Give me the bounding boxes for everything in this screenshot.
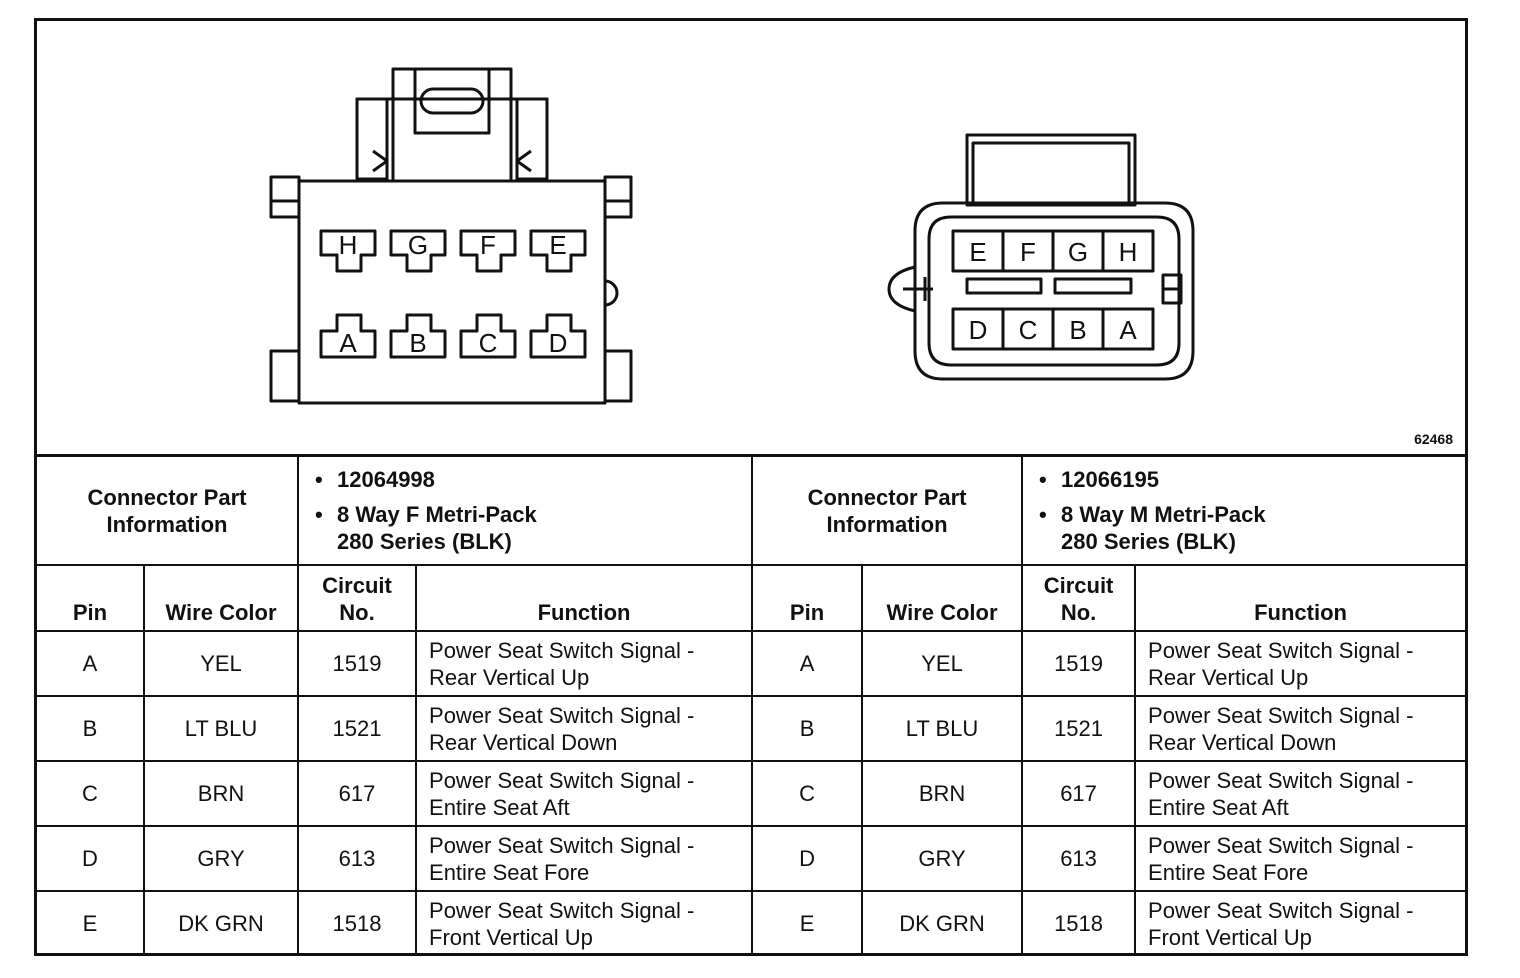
female-bottom-cavities xyxy=(319,313,587,359)
pin-cell: D xyxy=(37,825,145,892)
header-wire-color: Wire Color xyxy=(861,564,1024,632)
function-cell: Power Seat Switch Signal -Entire Seat Fo… xyxy=(1134,825,1466,892)
circuit-cell: 1519 xyxy=(297,630,418,697)
wire-color-cell: YEL xyxy=(142,630,300,697)
circuit-cell: 613 xyxy=(1021,825,1137,892)
female-top-cavities xyxy=(319,229,587,273)
circuit-cell: 1521 xyxy=(297,695,418,762)
pin-cell: C xyxy=(751,760,864,827)
wire-color-cell: BRN xyxy=(142,760,300,827)
function-cell: Power Seat Switch Signal -Front Vertical… xyxy=(415,890,754,956)
female-pin-label: C xyxy=(479,328,498,358)
figure-id: 62468 xyxy=(1414,431,1453,447)
circuit-cell: 1519 xyxy=(1021,630,1137,697)
male-connector-body xyxy=(887,133,1195,381)
table-row: B LT BLU 1521 Power Seat Switch Signal -… xyxy=(37,695,1466,762)
wire-color-cell: GRY xyxy=(142,825,300,892)
pin-cell: E xyxy=(751,890,864,956)
header-pin: Pin xyxy=(37,564,145,632)
pin-cell: C xyxy=(37,760,145,827)
part-number: 12064998 xyxy=(337,467,435,492)
female-pin-label: F xyxy=(480,230,496,260)
function-cell: Power Seat Switch Signal -Rear Vertical … xyxy=(1134,630,1466,697)
pin-cell: E xyxy=(37,890,145,956)
function-cell: Power Seat Switch Signal -Entire Seat Af… xyxy=(1134,760,1466,827)
connector-info-label: Connector Part Information xyxy=(751,457,1024,566)
female-pin-label: E xyxy=(549,230,566,260)
connector-diagram-area: H G F E A B C D E F G H D C B A 62468 xyxy=(37,21,1465,454)
function-cell: Power Seat Switch Signal -Entire Seat Af… xyxy=(415,760,754,827)
pin-cell: B xyxy=(751,695,864,762)
circuit-cell: 613 xyxy=(297,825,418,892)
function-cell: Power Seat Switch Signal -Rear Vertical … xyxy=(415,695,754,762)
male-pin-label: D xyxy=(969,315,988,345)
wire-color-cell: DK GRN xyxy=(861,890,1024,956)
header-pin: Pin xyxy=(751,564,864,632)
circuit-cell: 1518 xyxy=(1021,890,1137,956)
table-row: E DK GRN 1518 Power Seat Switch Signal -… xyxy=(37,890,1466,956)
female-pin-label: H xyxy=(339,230,358,260)
female-pin-label: A xyxy=(339,328,357,358)
female-connector-body xyxy=(269,67,633,405)
pin-cell: B xyxy=(37,695,145,762)
table-row: A YEL 1519 Power Seat Switch Signal -Rea… xyxy=(37,630,1466,697)
wire-color-cell: BRN xyxy=(861,760,1024,827)
male-pin-label: B xyxy=(1069,315,1086,345)
connector-info-label: Connector Part Information xyxy=(37,457,300,566)
table-row: C BRN 617 Power Seat Switch Signal -Enti… xyxy=(37,760,1466,827)
header-function: Function xyxy=(1134,564,1466,632)
function-cell: Power Seat Switch Signal -Front Vertical… xyxy=(1134,890,1466,956)
circuit-cell: 617 xyxy=(1021,760,1137,827)
male-pin-label: F xyxy=(1020,237,1036,267)
male-pin-label: G xyxy=(1068,237,1088,267)
connector-info-values: •12066195 •8 Way M Metri-Pack 280 Series… xyxy=(1021,457,1466,566)
header-function: Function xyxy=(415,564,754,632)
connector-drawings: H G F E A B C D E F G H D C B A xyxy=(269,67,1195,405)
male-pin-label: E xyxy=(969,237,986,267)
female-pin-label: B xyxy=(409,328,426,358)
connector-series: 280 Series (BLK) xyxy=(1061,529,1236,554)
pin-cell: D xyxy=(751,825,864,892)
female-pin-label: G xyxy=(408,230,428,260)
function-cell: Power Seat Switch Signal -Entire Seat Fo… xyxy=(415,825,754,892)
male-bottom-terminals xyxy=(951,307,1155,351)
wire-color-cell: DK GRN xyxy=(142,890,300,956)
connector-series: 280 Series (BLK) xyxy=(337,529,512,554)
male-pin-label: A xyxy=(1119,315,1137,345)
male-pin-label: C xyxy=(1019,315,1038,345)
connector-description: 8 Way F Metri-Pack xyxy=(337,502,537,527)
circuit-cell: 617 xyxy=(297,760,418,827)
female-pin-label: D xyxy=(549,328,568,358)
part-number: 12066195 xyxy=(1061,467,1159,492)
connector-description: 8 Way M Metri-Pack xyxy=(1061,502,1266,527)
function-cell: Power Seat Switch Signal -Rear Vertical … xyxy=(415,630,754,697)
wire-color-cell: LT BLU xyxy=(861,695,1024,762)
circuit-cell: 1521 xyxy=(1021,695,1137,762)
table-row: D GRY 613 Power Seat Switch Signal -Enti… xyxy=(37,825,1466,892)
function-cell: Power Seat Switch Signal -Rear Vertical … xyxy=(1134,695,1466,762)
pin-cell: A xyxy=(37,630,145,697)
wire-color-cell: LT BLU xyxy=(142,695,300,762)
circuit-cell: 1518 xyxy=(297,890,418,956)
connector-info-row: Connector Part Information •12064998 •8 … xyxy=(37,457,1466,566)
pin-cell: A xyxy=(751,630,864,697)
connector-info-values: •12064998 •8 Way F Metri-Pack 280 Series… xyxy=(297,457,754,566)
male-pin-label: H xyxy=(1119,237,1138,267)
wire-color-cell: GRY xyxy=(861,825,1024,892)
male-top-terminals xyxy=(951,229,1155,273)
wire-color-cell: YEL xyxy=(861,630,1024,697)
header-wire-color: Wire Color xyxy=(142,564,300,632)
diagram-frame: H G F E A B C D E F G H D C B A 62468 xyxy=(34,18,1468,956)
connector-table: Connector Part Information •12064998 •8 … xyxy=(37,454,1466,956)
